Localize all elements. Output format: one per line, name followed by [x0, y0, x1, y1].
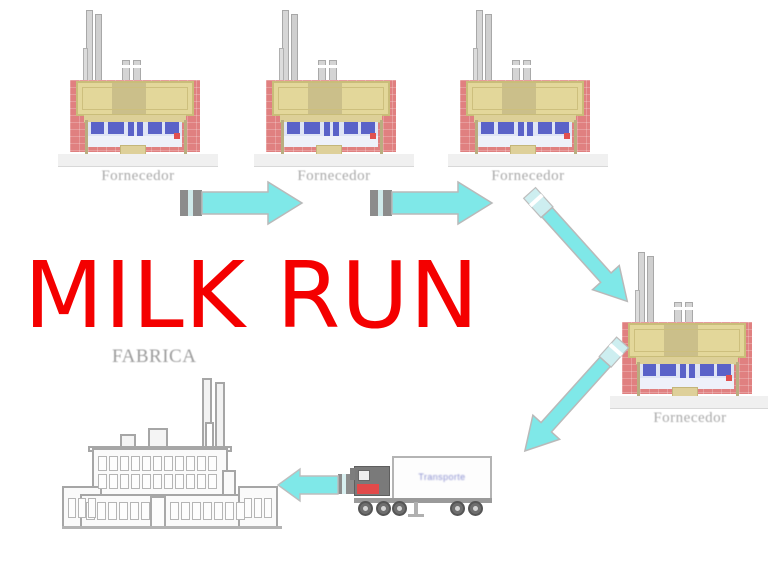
store-sign	[628, 323, 746, 358]
supplier-label-2: Fornecedor	[297, 168, 371, 184]
truck-chassis	[354, 498, 492, 503]
page-title: MILK RUN	[24, 242, 480, 349]
column	[637, 362, 640, 402]
store-sign	[272, 81, 390, 116]
arrow-truck-to-factory	[276, 467, 356, 504]
arrow-supplier3-to-supplier4	[518, 186, 629, 330]
window-row	[244, 498, 272, 518]
supplier-building-4: Fornecedor	[610, 250, 768, 426]
column	[85, 120, 88, 160]
truck-wheel	[358, 501, 373, 516]
truck-wheel	[376, 501, 391, 516]
supplier-building-1: Fornecedor	[58, 8, 218, 184]
column	[574, 120, 577, 160]
column	[184, 120, 187, 160]
factory-door	[150, 496, 166, 528]
roof-vent-icon	[122, 60, 144, 82]
window-row	[98, 474, 217, 489]
storefront-window	[88, 122, 182, 147]
arrow-supplier2-to-supplier3	[370, 180, 494, 226]
ground-base	[610, 396, 768, 409]
arrow-supplier4-to-truck	[505, 336, 630, 490]
store-sign	[76, 81, 194, 116]
roof-vent-icon	[318, 60, 340, 82]
arrow-supplier1-to-supplier2	[180, 180, 304, 226]
delivery-truck: Transporte	[348, 448, 496, 528]
truck-windshield	[358, 470, 370, 481]
store-sign	[466, 81, 584, 116]
truck-mirror-icon	[350, 468, 355, 480]
trailer-landing-gear	[414, 502, 418, 515]
truck-wheel	[450, 501, 465, 516]
roof-vent-icon	[674, 302, 696, 324]
side-annex	[222, 470, 236, 496]
supplier-label-1: Fornecedor	[101, 168, 175, 184]
ground-base	[448, 154, 608, 167]
truck-wheel	[468, 501, 483, 516]
window-row	[98, 456, 217, 471]
column	[475, 120, 478, 160]
truck-body-text: Transporte	[418, 472, 466, 482]
trailer-landing-foot	[408, 514, 424, 517]
column	[736, 362, 739, 402]
column	[281, 120, 284, 160]
truck-wheel	[392, 501, 407, 516]
ground-base	[58, 154, 218, 167]
ground-base	[254, 154, 414, 167]
factory-label: FABRICA	[112, 346, 197, 367]
storefront-window	[640, 364, 734, 389]
storefront-window	[478, 122, 572, 147]
supplier-label-4: Fornecedor	[653, 410, 727, 426]
window-row	[170, 502, 245, 520]
column	[380, 120, 383, 160]
storefront-window	[284, 122, 378, 147]
factory-building	[62, 378, 282, 529]
supplier-building-2: Fornecedor	[254, 8, 414, 184]
supplier-building-3: Fornecedor	[448, 8, 608, 184]
truck-trailer: Transporte	[392, 456, 492, 500]
truck-grille	[357, 484, 379, 494]
window-row	[68, 498, 96, 518]
roof-vent-icon	[512, 60, 534, 82]
supplier-label-3: Fornecedor	[491, 168, 565, 184]
ground-line	[62, 526, 282, 529]
